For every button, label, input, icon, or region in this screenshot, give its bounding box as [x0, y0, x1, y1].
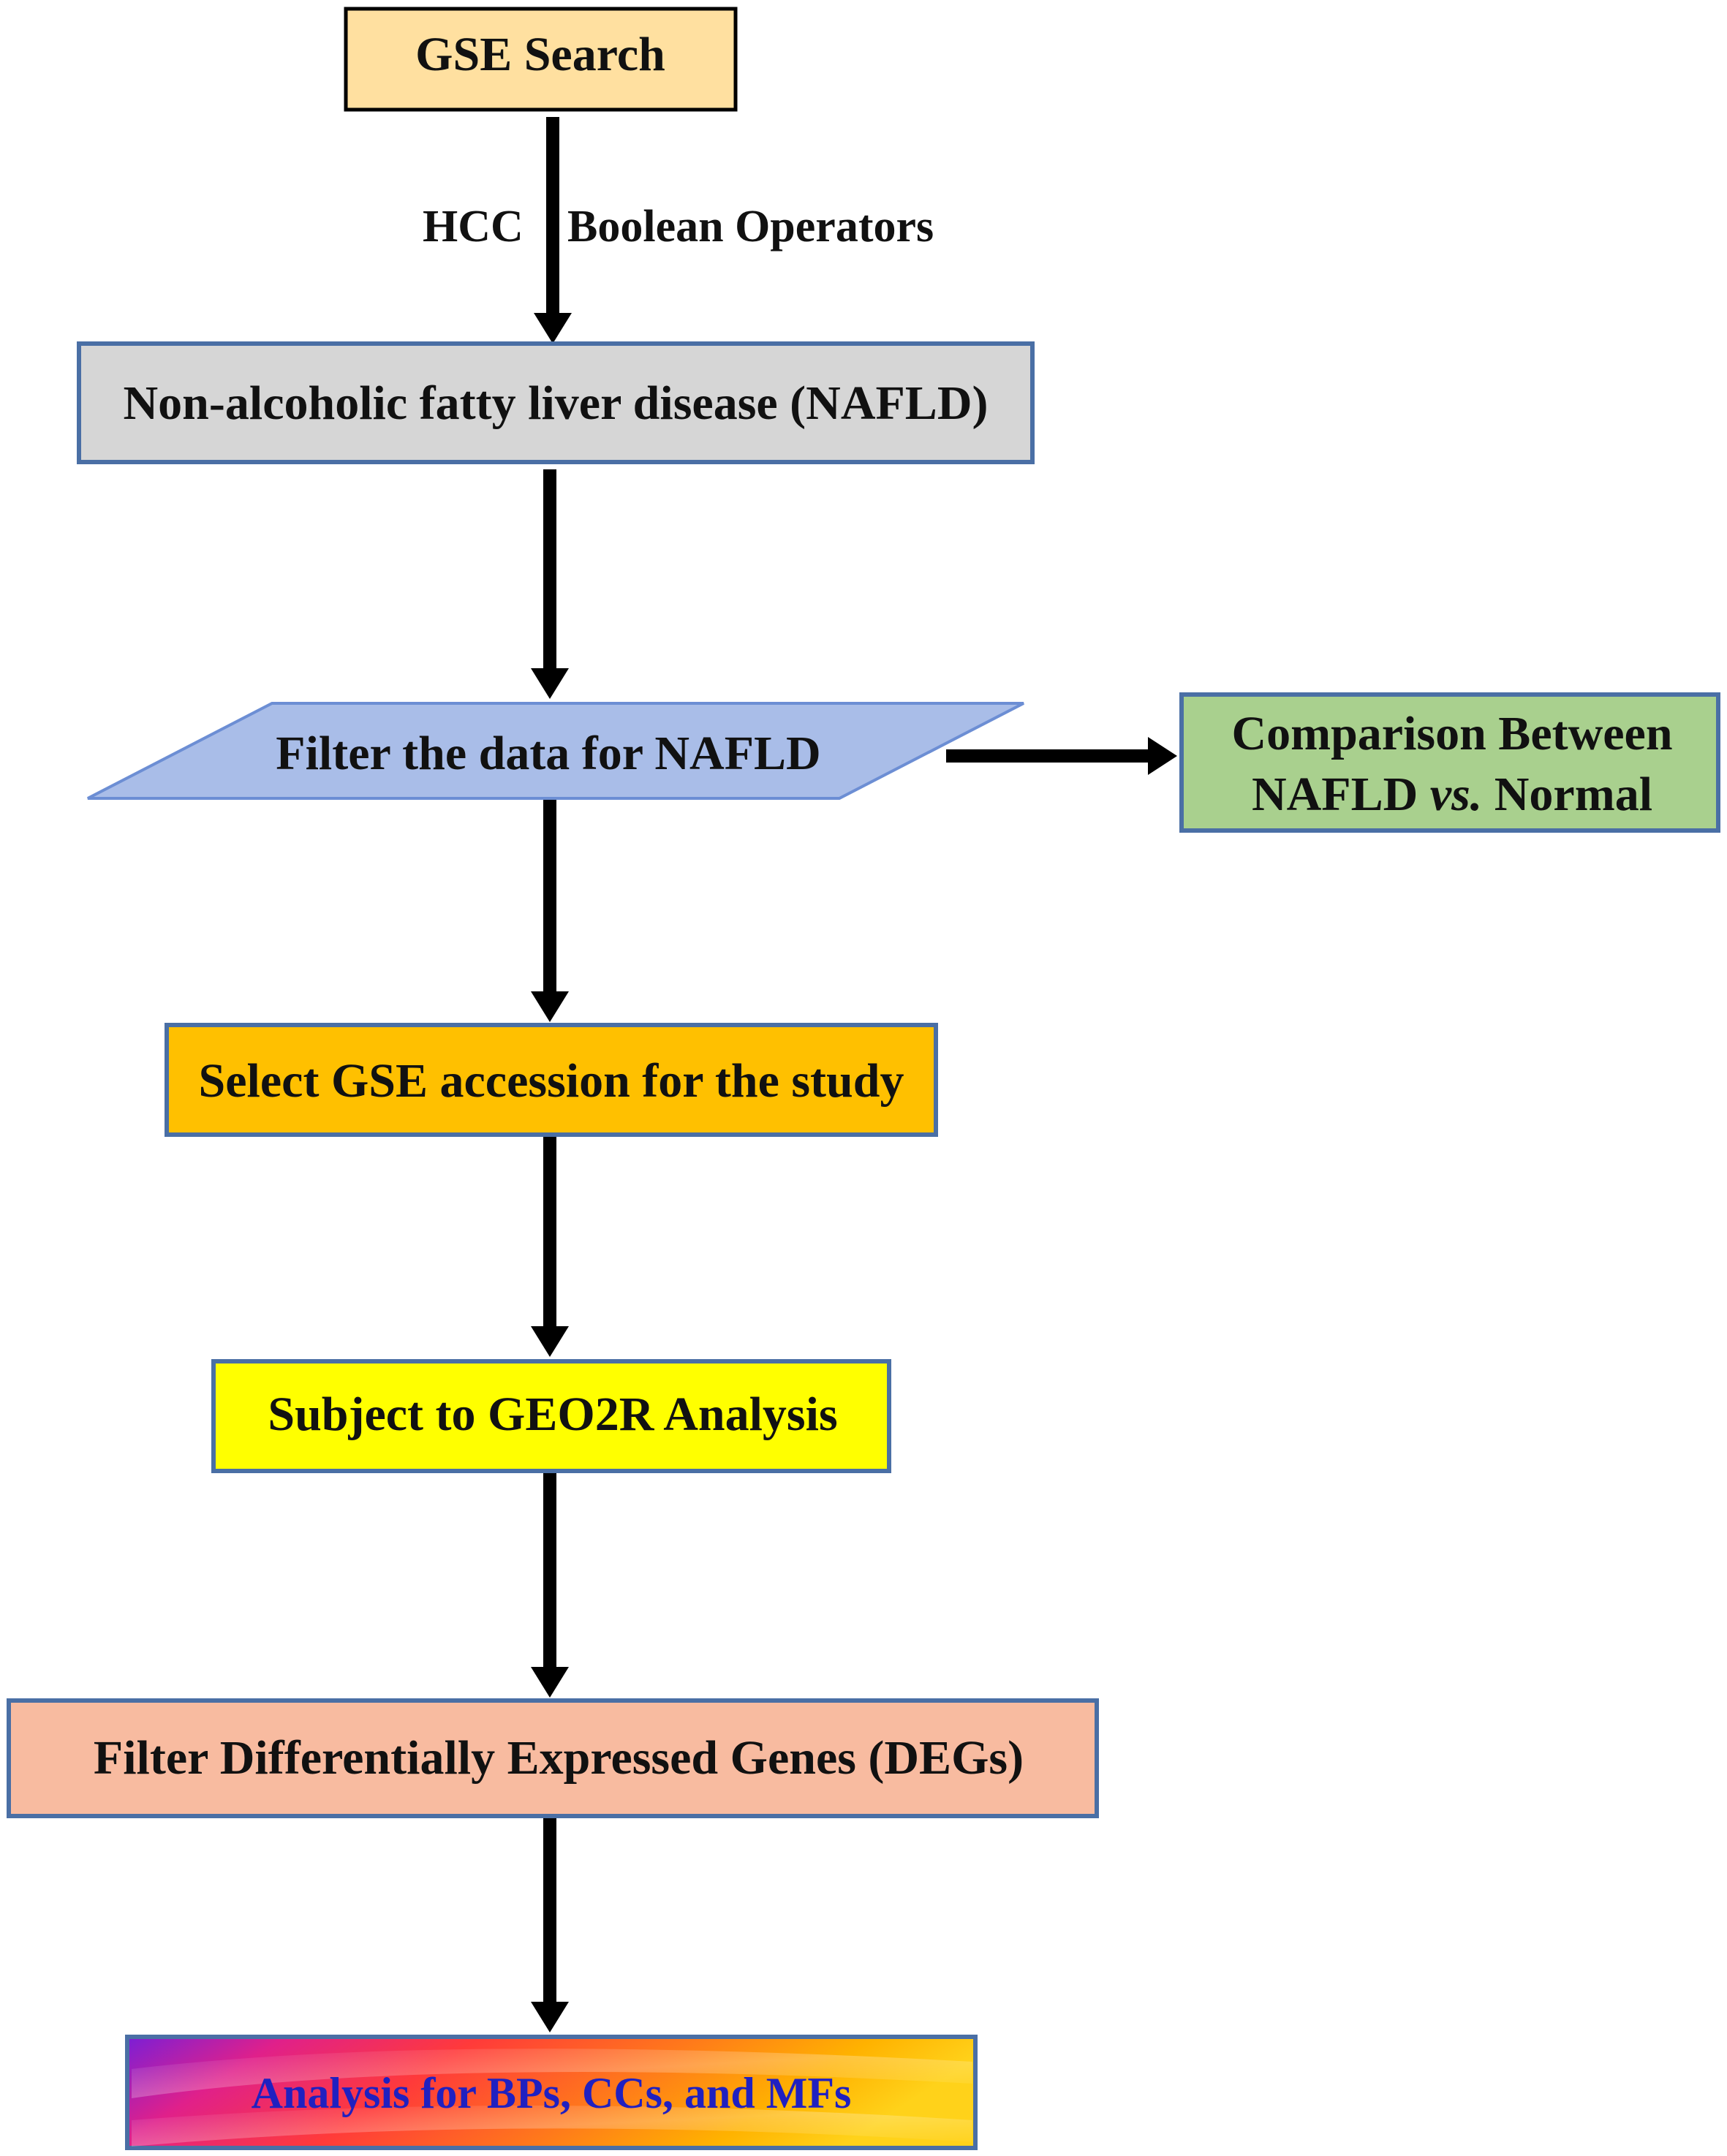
arrowhead-degs-to-analysis — [531, 2002, 569, 2032]
node-gse-search-label: GSE Search — [415, 28, 665, 81]
node-geo2r: Subject to GEO2R Analysis — [211, 1359, 891, 1473]
node-filter-nafld-label: Filter the data for NAFLD — [276, 727, 820, 780]
node-select-gse: Select GSE accession for the study — [165, 1023, 938, 1137]
node-geo2r-label: Subject to GEO2R Analysis — [268, 1388, 837, 1441]
node-filter-degs: Filter Differentially Expressed Genes (D… — [7, 1698, 1099, 1818]
node-nafld-box — [77, 341, 1035, 464]
analysis-streak-1 — [132, 2049, 972, 2098]
node-gse-search-box — [344, 7, 738, 112]
node-comparison-line2: NAFLD vs. Normal — [1252, 768, 1652, 821]
connectors — [531, 117, 1177, 2032]
arrowhead-filter-to-select — [531, 991, 569, 1022]
node-comparison-line2-a: NAFLD — [1252, 768, 1430, 821]
node-geo2r-box — [211, 1359, 891, 1473]
analysis-streak-2 — [132, 2106, 972, 2146]
edge-label-hcc: HCC — [423, 202, 524, 251]
arrowhead-geo2r-to-degs — [531, 1667, 569, 1698]
arrowhead-filter-to-comparison — [1148, 737, 1177, 775]
node-select-gse-label: Select GSE accession for the study — [199, 1054, 904, 1108]
node-gse-search: GSE Search — [344, 7, 738, 112]
node-comparison-line1: Comparison Between — [1231, 707, 1672, 760]
node-comparison-box — [1179, 692, 1720, 833]
node-filter-degs-label: Filter Differentially Expressed Genes (D… — [94, 1731, 1024, 1785]
node-nafld: Non-alcoholic fatty liver disease (NAFLD… — [77, 341, 1035, 464]
node-analysis: Analysis for BPs, CCs, and MFs — [125, 2035, 978, 2150]
node-comparison: Comparison Between NAFLD vs. Normal — [1179, 692, 1720, 833]
node-nafld-label: Non-alcoholic fatty liver disease (NAFLD… — [124, 377, 989, 430]
node-filter-nafld-shape — [87, 702, 1024, 800]
edge-label-boolean-operators: Boolean Operators — [567, 202, 934, 251]
node-filter-degs-box — [7, 1698, 1099, 1818]
node-comparison-line2-b: Normal — [1482, 768, 1652, 821]
arrowhead-nafld-to-filter — [531, 668, 569, 699]
node-select-gse-box — [165, 1023, 938, 1137]
arrowhead-search-to-nafld — [534, 313, 572, 344]
node-comparison-line2-vs: vs. — [1430, 768, 1482, 821]
node-filter-nafld: Filter the data for NAFLD — [87, 702, 1024, 800]
arrowhead-select-to-geo2r — [531, 1326, 569, 1357]
node-analysis-label: Analysis for BPs, CCs, and MFs — [252, 2069, 852, 2117]
